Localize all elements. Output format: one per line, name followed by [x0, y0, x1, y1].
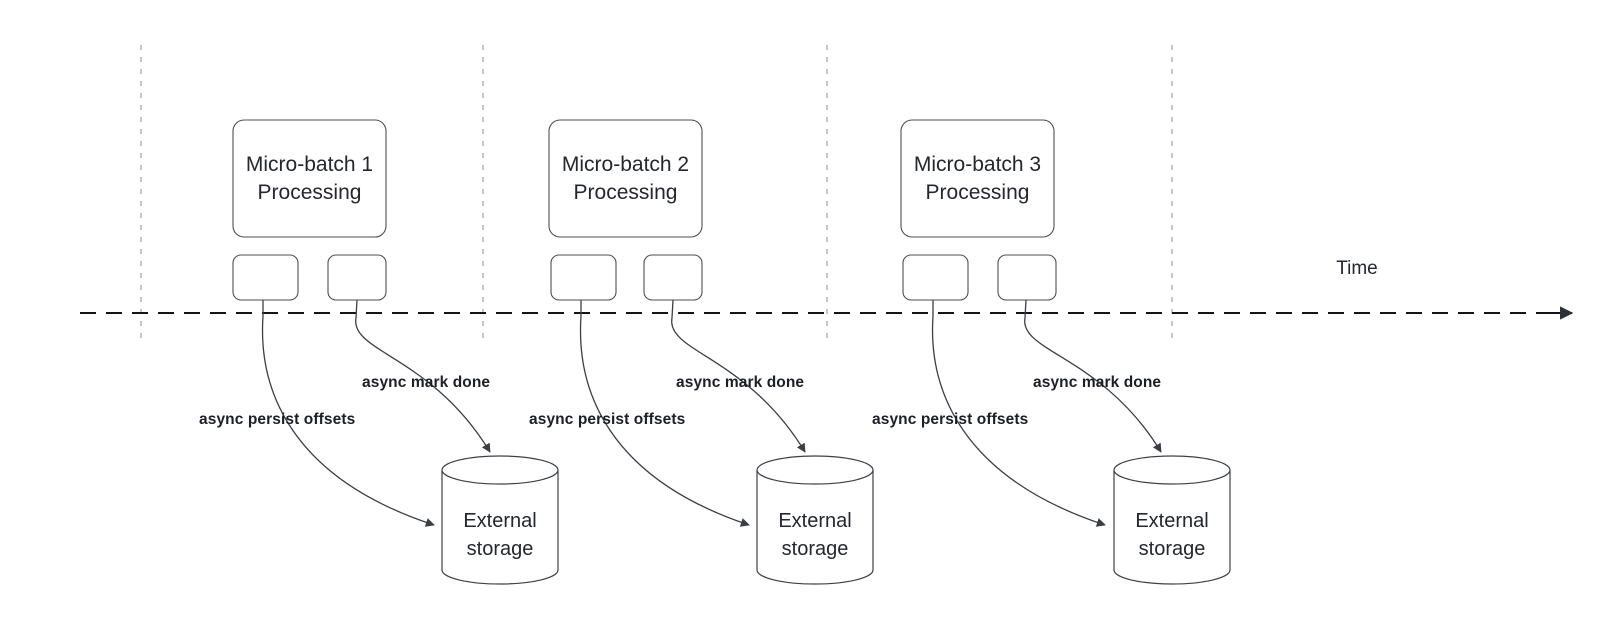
edge-async-persist-offsets-3: [931, 315, 1106, 527]
edge-label-async-mark-done-2: async mark done: [676, 374, 804, 391]
edge-async-mark-done-1: [355, 317, 491, 453]
micro-batch-3-task-b-stub: [1024, 299, 1027, 319]
external-storage-3-label-line2: storage: [1139, 538, 1206, 560]
external-storage-2[interactable]: External storage: [756, 455, 874, 585]
micro-batch-3-subtitle: Processing: [926, 181, 1030, 204]
edge-label-async-mark-done-3: async mark done: [1033, 374, 1161, 391]
time-axis-label: Time: [1336, 258, 1378, 279]
micro-batch-3-task-b[interactable]: [997, 254, 1057, 301]
edge-label-async-persist-offsets-1: async persist offsets: [199, 411, 355, 428]
edge-label-async-persist-offsets-3: async persist offsets: [872, 411, 1028, 428]
micro-batch-1-box[interactable]: [232, 119, 387, 238]
micro-batch-2-subtitle: Processing: [574, 181, 678, 204]
edge-async-mark-done-2: [671, 317, 806, 453]
external-storage-3[interactable]: External storage: [1113, 455, 1231, 585]
group-micro-batch-1: Micro-batch 1 Processing async persist o…: [199, 119, 559, 585]
micro-batch-2-title: Micro-batch 2: [562, 153, 689, 176]
micro-batch-1-task-b-stub: [355, 299, 358, 319]
edge-async-persist-offsets-1: [261, 315, 435, 527]
edge-async-mark-done-3: [1024, 317, 1162, 453]
external-storage-2-label-line1: External: [778, 510, 851, 532]
micro-batch-3-box[interactable]: [900, 119, 1055, 238]
group-micro-batch-2: Micro-batch 2 Processing async persist o…: [529, 119, 874, 585]
micro-batch-2-task-a[interactable]: [550, 254, 617, 301]
micro-batch-1-subtitle: Processing: [258, 181, 362, 204]
edge-label-async-mark-done-1: async mark done: [362, 374, 490, 391]
micro-batch-2-box[interactable]: [548, 119, 703, 238]
micro-batch-3-task-a[interactable]: [902, 254, 969, 301]
time-axis: Time: [80, 258, 1574, 320]
external-storage-2-label-line2: storage: [782, 538, 849, 560]
micro-batch-2-task-b-stub: [671, 299, 674, 319]
external-storage-3-label-line1: External: [1135, 510, 1208, 532]
group-micro-batch-3: Micro-batch 3 Processing async persist o…: [872, 119, 1231, 585]
external-storage-1-label-line2: storage: [467, 538, 534, 560]
micro-batch-1-title: Micro-batch 1: [246, 153, 373, 176]
micro-batch-2-task-b[interactable]: [643, 254, 703, 301]
tick-lines-group: [140, 45, 1173, 340]
edge-label-async-persist-offsets-2: async persist offsets: [529, 411, 685, 428]
micro-batch-1-task-a[interactable]: [232, 254, 299, 301]
external-storage-1[interactable]: External storage: [441, 455, 559, 585]
micro-batch-1-task-b[interactable]: [327, 254, 387, 301]
edge-async-persist-offsets-2: [579, 315, 750, 527]
external-storage-1-label-line1: External: [463, 510, 536, 532]
micro-batch-3-title: Micro-batch 3: [914, 153, 1041, 176]
